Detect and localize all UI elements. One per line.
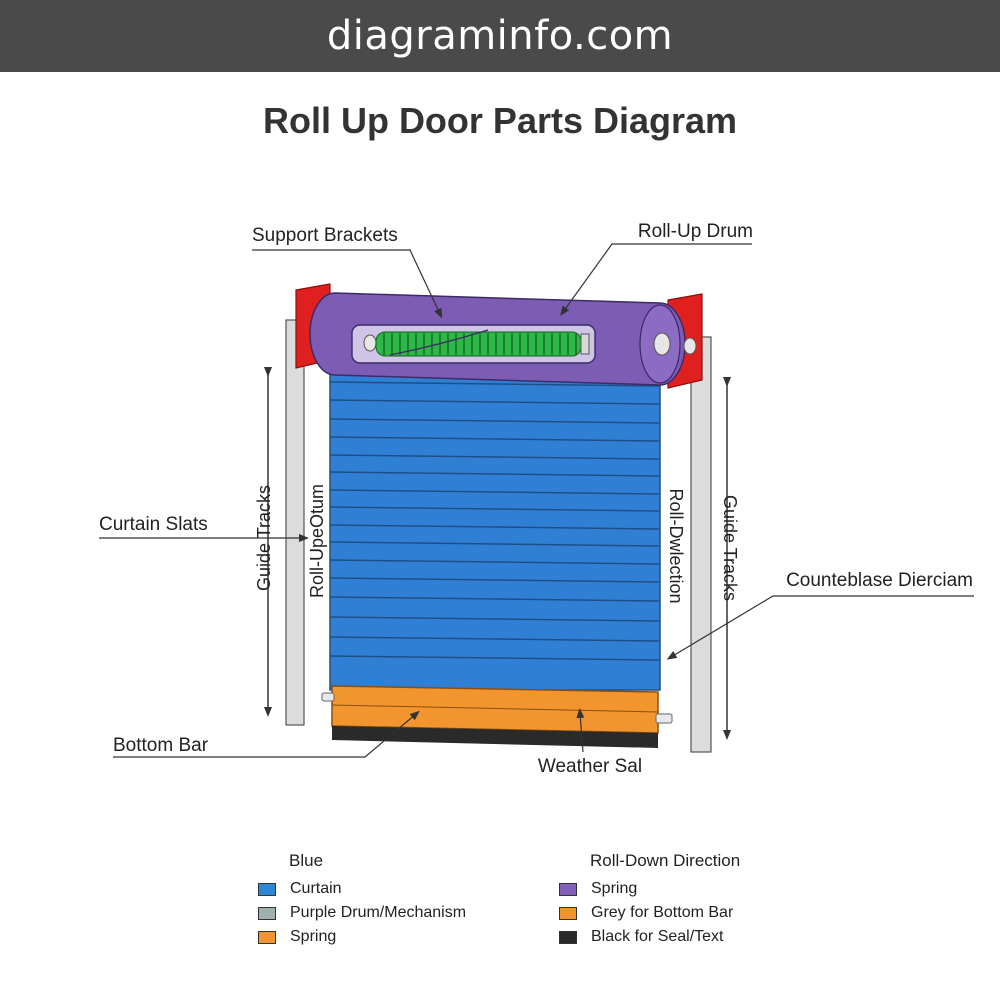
leader-roll-up-drum [560, 243, 752, 317]
legend-label: Curtain [290, 880, 342, 897]
label-roll-direction-vertical: Roll-Dwlection [666, 488, 686, 603]
drum-axle-right [653, 332, 671, 356]
legend-label: Grey for Bottom Bar [591, 904, 734, 921]
weather-seal [332, 726, 658, 748]
legend-swatch [258, 882, 276, 896]
spring-axle-end [363, 334, 377, 352]
legend-swatch [559, 930, 577, 944]
leader-weather-seal [576, 708, 585, 753]
legend-item: Spring [258, 925, 466, 949]
leader-support-brackets [252, 249, 443, 319]
guide-track-left [285, 319, 305, 726]
legend-right: Roll-Down Direction Spring Grey for Bott… [559, 851, 740, 949]
label-weather-seal: Weather Sal [538, 756, 642, 777]
bottom-bar-pin-right [655, 713, 673, 724]
legend-swatch [258, 906, 276, 920]
legend-item: Black for Seal/Text [559, 925, 740, 949]
legend-swatch [258, 930, 276, 944]
spring [375, 331, 582, 357]
legend-label: Spring [591, 880, 638, 897]
label-counterbalance: Counteblase Dierciam [786, 570, 973, 591]
curtain [329, 349, 661, 691]
legend-item: Grey for Bottom Bar [559, 901, 740, 925]
legend-item: Curtain [258, 877, 466, 901]
bottom-bar [331, 685, 659, 734]
legend-left: Blue Curtain Purple Drum/Mechanism Sprin… [258, 851, 466, 949]
legend-left-heading: Blue [289, 851, 324, 870]
label-curtain-slats: Curtain Slats [99, 514, 208, 535]
site-header-bar: diagraminfo.com [0, 0, 1000, 72]
leader-counterbalance [666, 595, 974, 660]
label-bottom-bar: Bottom Bar [113, 735, 209, 756]
axle-pin-right [683, 337, 697, 355]
leader-bottom-bar [113, 710, 420, 758]
curtain-slat-lines [329, 381, 661, 661]
legend-item: Spring [559, 877, 740, 901]
legend-item: Purple Drum/Mechanism [258, 901, 466, 925]
label-support-brackets: Support Brackets [252, 225, 398, 246]
legend-label: Spring [290, 928, 337, 945]
site-name[interactable]: diagraminfo.com [326, 13, 674, 59]
legend-label: Black for Seal/Text [591, 928, 724, 945]
label-roll-up-vertical: Roll-UpeOtum [307, 484, 327, 598]
diagram-title: Roll Up Door Parts Diagram [262, 100, 738, 141]
legend-swatch [559, 906, 577, 920]
bottom-bar-pin-left [321, 692, 335, 702]
guide-track-right [690, 336, 712, 753]
label-guide-tracks-right: Guide Tracks [720, 495, 740, 601]
label-guide-tracks-left: Guide Tracks [254, 485, 274, 591]
label-roll-up-drum: Roll-Up Drum [638, 221, 753, 242]
legend-right-heading: Roll-Down Direction [590, 851, 741, 870]
legend-label: Purple Drum/Mechanism [290, 904, 467, 921]
legend-swatch [559, 882, 577, 896]
